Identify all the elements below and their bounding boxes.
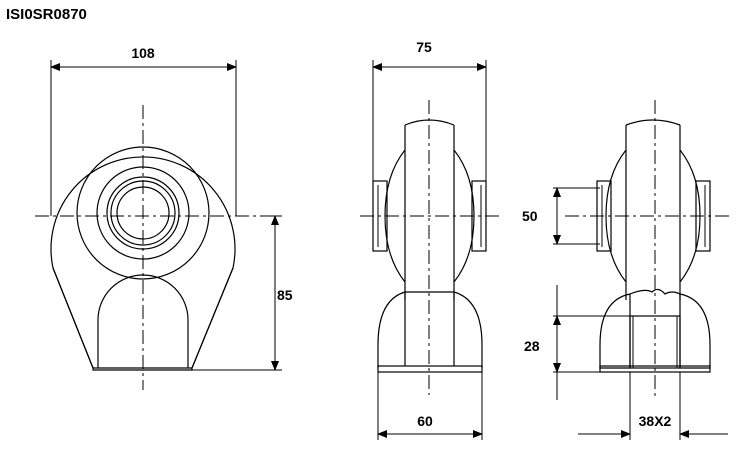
part-number-title: ISI0SR0870 xyxy=(6,6,87,23)
dim-front-width: 108 xyxy=(131,45,155,61)
front-view: 108 85 xyxy=(35,45,293,390)
dim-section-bore-height: 50 xyxy=(522,208,538,224)
dim-side-width: 75 xyxy=(416,39,432,55)
dim-side-base-width: 60 xyxy=(417,413,433,429)
dim-section-thread: 38X2 xyxy=(639,413,672,429)
side-view: 75 60 xyxy=(360,39,500,440)
section-view: 50 28 38X2 xyxy=(522,100,730,440)
dim-section-base-height: 28 xyxy=(524,338,540,354)
dim-front-height: 85 xyxy=(277,287,293,303)
